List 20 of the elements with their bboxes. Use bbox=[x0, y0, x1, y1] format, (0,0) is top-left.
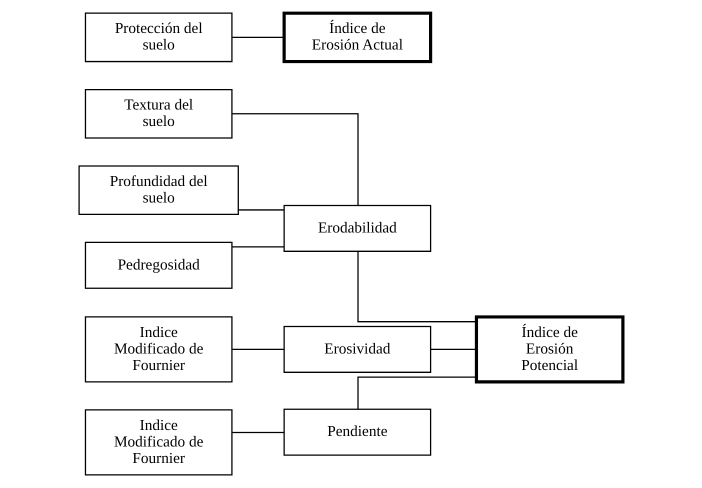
connector bbox=[232, 113, 359, 206]
node-box: Profundidad del suelo bbox=[78, 165, 239, 216]
node-box: Pedregosidad bbox=[84, 242, 233, 289]
connector bbox=[232, 246, 284, 248]
node-box: Índice de Erosión Actual bbox=[282, 12, 432, 64]
connector bbox=[357, 251, 476, 322]
node-box: Erodabilidad bbox=[284, 204, 432, 252]
node-box: Pendiente bbox=[284, 408, 432, 456]
connector bbox=[238, 209, 284, 211]
connector bbox=[232, 432, 284, 434]
connector bbox=[430, 348, 476, 350]
node-box: Indice Modificado de Fournier bbox=[84, 409, 233, 476]
connector bbox=[357, 376, 476, 410]
node-box: Textura del suelo bbox=[84, 88, 233, 139]
node-box: Indice Modificado de Fournier bbox=[84, 316, 233, 382]
connector bbox=[232, 36, 284, 38]
node-box: Protección del suelo bbox=[84, 12, 233, 62]
node-box: Erosividad bbox=[284, 326, 432, 373]
connector bbox=[232, 348, 284, 350]
node-box: Índice de Erosión Potencial bbox=[474, 315, 624, 384]
